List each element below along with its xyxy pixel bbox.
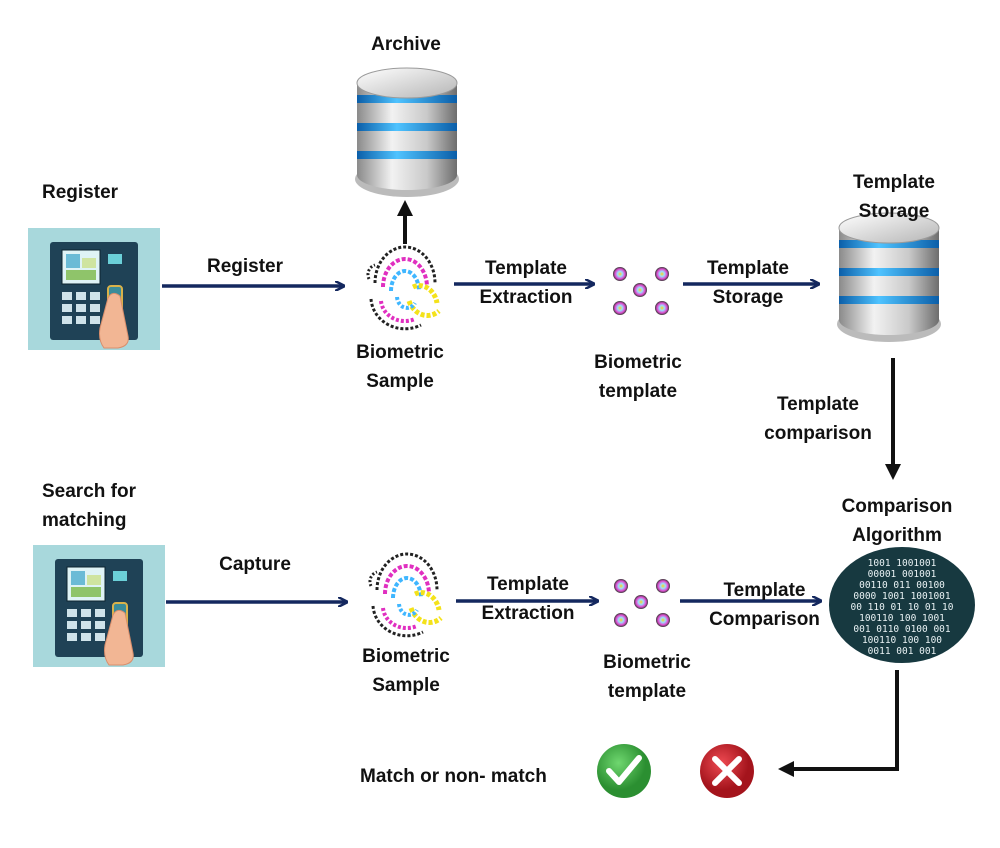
search-terminal-icon xyxy=(32,544,166,668)
binary-row: 001 0110 0100 001 xyxy=(853,624,951,635)
register-terminal-icon xyxy=(27,227,161,351)
binary-row: 0011 001 001 xyxy=(868,646,937,657)
binary-row: 00 110 01 10 01 10 xyxy=(851,602,954,613)
binary-row: 00001 001001 xyxy=(868,569,937,580)
binary-row: 00110 011 00100 xyxy=(859,580,945,591)
capture-arrow-label: Capture xyxy=(219,554,291,575)
binary-row: 100110 100 1001 xyxy=(859,613,945,624)
register-arrow-label: Register xyxy=(206,256,284,277)
biometric-template-icon xyxy=(613,267,669,315)
register-heading: Register xyxy=(42,182,119,203)
storage-database-icon xyxy=(836,212,942,343)
binary-row: 100110 100 100 xyxy=(862,635,942,646)
biometric-sample-fingerprint-icon-2 xyxy=(369,554,445,644)
match-result-label: Match or non- match xyxy=(360,766,547,787)
biometric-sample-fingerprint-icon xyxy=(367,247,443,337)
binary-row: 1001 1001001 xyxy=(868,558,937,569)
cross-icon xyxy=(700,744,754,798)
archive-database-icon xyxy=(354,67,460,198)
binary-row: 0000 1001 1001001 xyxy=(853,591,951,602)
check-icon xyxy=(597,744,651,798)
biometric-template-icon-2 xyxy=(614,579,670,627)
archive-label: Archive xyxy=(371,34,441,55)
result-arrow xyxy=(778,670,899,777)
